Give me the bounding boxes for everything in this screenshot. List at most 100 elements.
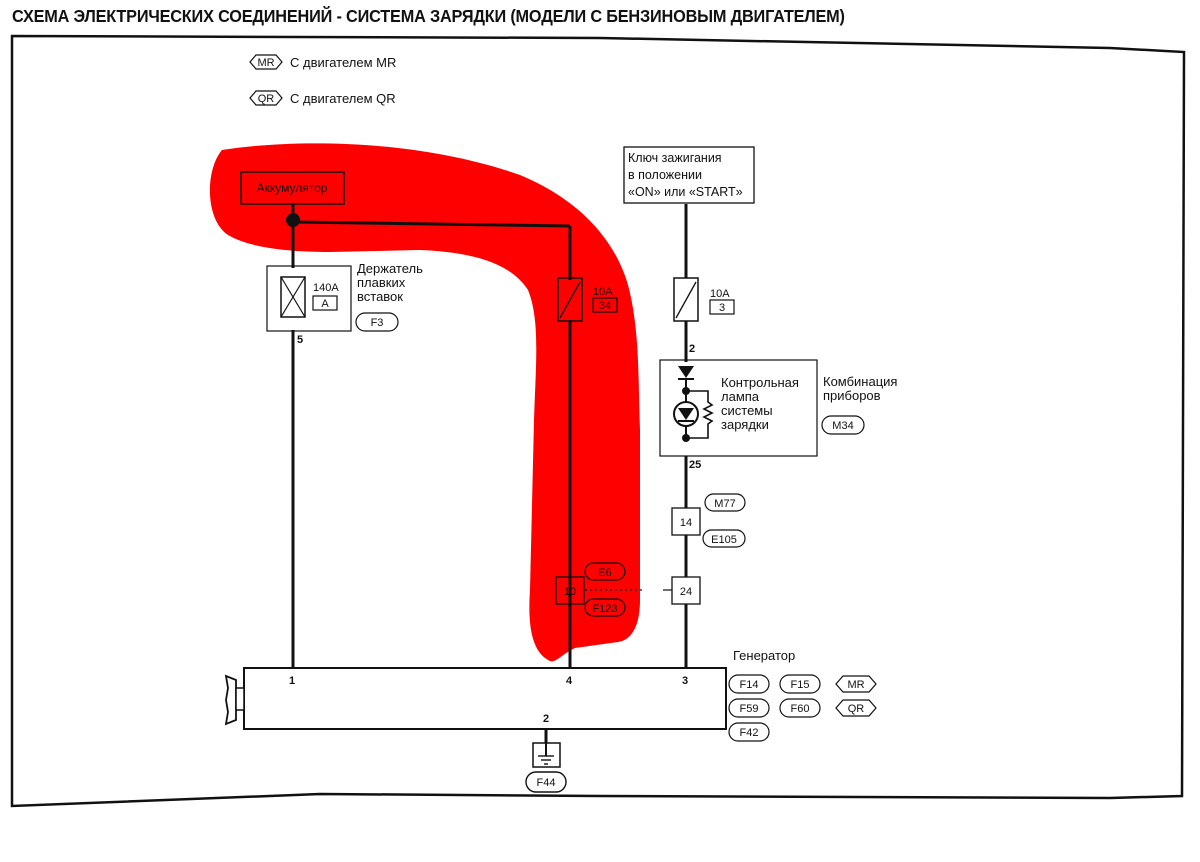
connector-f59-badge [728, 698, 770, 718]
red-highlight-stroke [209, 143, 640, 662]
lamp-label-line-4: зарядки [721, 417, 769, 432]
fusible-cross-b [280, 276, 306, 318]
fuse-34-number: 34 [599, 300, 611, 312]
fuse-34: 10A 34 [557, 277, 618, 322]
instrument-cluster: Контрольная лампа системы зарядки Комбин… [659, 359, 897, 471]
pin-25: 25 [689, 459, 701, 471]
connector-f15-badge [779, 674, 821, 694]
mr-badge [249, 54, 283, 70]
lamp-label-line-1: Контрольная [721, 375, 799, 390]
ignition-label-line-1: Ключ зажигания [628, 151, 722, 165]
legend-item-qr: QR С двигателем QR [249, 90, 396, 106]
connector-f123-badge [584, 598, 626, 617]
legend: MR С двигателем MR QR С двигателем QR [249, 54, 396, 106]
fuse-3-number-box [709, 299, 735, 315]
resistor-icon [686, 390, 714, 439]
connector-e6-badge [584, 562, 626, 581]
diode-icon [678, 366, 694, 378]
fusible-label-line-2: плавких [357, 275, 406, 290]
connector-f60-badge [779, 698, 821, 718]
pin-24: 24 [680, 586, 692, 598]
connector-e6: E6 [598, 567, 611, 579]
ignition-label-line-3: «ON» или «START» [628, 185, 743, 199]
connector-f14-badge [728, 674, 770, 694]
connector-f44: F44 [537, 777, 556, 789]
pulley-shaft [235, 687, 245, 711]
fuse-34-element [559, 281, 581, 319]
generator-label: Генератор [733, 648, 795, 663]
fuse-34-number-box [592, 297, 618, 313]
legend-text-qr: С двигателем QR [290, 91, 396, 106]
fusible-slot: A [321, 298, 329, 310]
ignition-switch: Ключ зажигания в положении «ON» или «STA… [623, 146, 755, 204]
legend-item-mr: MR С двигателем MR [249, 54, 396, 70]
cluster-label-line-1: Комбинация [823, 374, 897, 389]
diagram-title: СХЕМА ЭЛЕКТРИЧЕСКИХ СОЕДИНЕНИЙ - СИСТЕМА… [12, 6, 845, 26]
pin-24-box [671, 576, 701, 605]
splice-junction [286, 213, 300, 227]
legend-code-qr: QR [258, 93, 275, 105]
wire-junction-fuse34-h [292, 220, 571, 228]
fuse-3: 10A 3 2 [673, 277, 735, 355]
fusible-holder-box [266, 265, 352, 332]
connector-f14: F14 [740, 679, 759, 691]
lamp-label-line-2: лампа [721, 389, 760, 404]
pin-10: 10 [564, 586, 576, 598]
ignition-box [623, 146, 755, 204]
fusible-slot-box [312, 295, 338, 311]
legend-text-mr: С двигателем MR [290, 55, 396, 70]
connector-f44-badge [525, 771, 567, 793]
diagram-frame [10, 34, 1186, 808]
pin-14-box [671, 507, 701, 536]
connector-e105: E105 [711, 534, 737, 546]
engine-qr-badge [835, 699, 877, 717]
fusible-label-line-3: вставок [357, 289, 403, 304]
pin-2-cluster: 2 [689, 343, 695, 355]
joint-connector-14: 14 M77 E105 [671, 493, 746, 548]
pin-10-box [555, 576, 585, 605]
gen-pin-4: 4 [566, 675, 573, 687]
connector-f42: F42 [740, 727, 759, 739]
generator: 1 4 3 2 Генератор F14 F15 MR F59 F60 QR … [224, 648, 877, 742]
fusible-label-line-1: Держатель [357, 261, 423, 276]
connector-m34-badge [821, 415, 865, 435]
connector-f15: F15 [791, 679, 810, 691]
connector-m34: M34 [832, 420, 853, 432]
engine-qr: QR [848, 703, 865, 715]
generator-body [243, 667, 727, 730]
connector-f3-badge [355, 312, 399, 332]
ignition-label-line-2: в положении [628, 168, 702, 182]
connector-m77-badge [704, 493, 746, 512]
ground: F44 [525, 742, 567, 793]
gen-pin-3: 3 [682, 675, 688, 687]
joint-connector-10-24: 10 24 E6 F123 [555, 562, 701, 617]
pin-5: 5 [297, 334, 303, 346]
pulley-icon [224, 674, 237, 726]
pin-14: 14 [680, 517, 692, 529]
fuse-3-number: 3 [719, 302, 725, 314]
gen-pin-2: 2 [543, 713, 549, 725]
battery-label: Аккумулятор [257, 181, 328, 195]
fuse-3-element [675, 281, 697, 319]
cluster-label-line-2: приборов [823, 388, 881, 403]
qr-badge [249, 90, 283, 106]
gen-pin-1: 1 [289, 675, 295, 687]
fusible-rating: 140A [313, 282, 339, 294]
lamp-label-line-3: системы [721, 403, 773, 418]
fusible-link-holder: 140A A Держатель плавких вставок F3 5 [266, 261, 423, 346]
connector-m77: M77 [714, 498, 735, 510]
fuse-34-rating: 10A [593, 286, 613, 298]
connector-f42-badge [728, 722, 770, 742]
fuse-3-rating: 10A [710, 288, 730, 300]
connector-f123: F123 [592, 603, 617, 615]
connector-e105-badge [702, 529, 746, 548]
engine-mr: MR [847, 679, 864, 691]
engine-mr-badge [835, 675, 877, 693]
legend-code-mr: MR [257, 57, 274, 69]
fuse-34-icon [557, 277, 583, 322]
led-icon [678, 408, 694, 420]
connector-f59: F59 [740, 703, 759, 715]
connector-f3: F3 [371, 317, 384, 329]
cluster-box [659, 359, 818, 457]
